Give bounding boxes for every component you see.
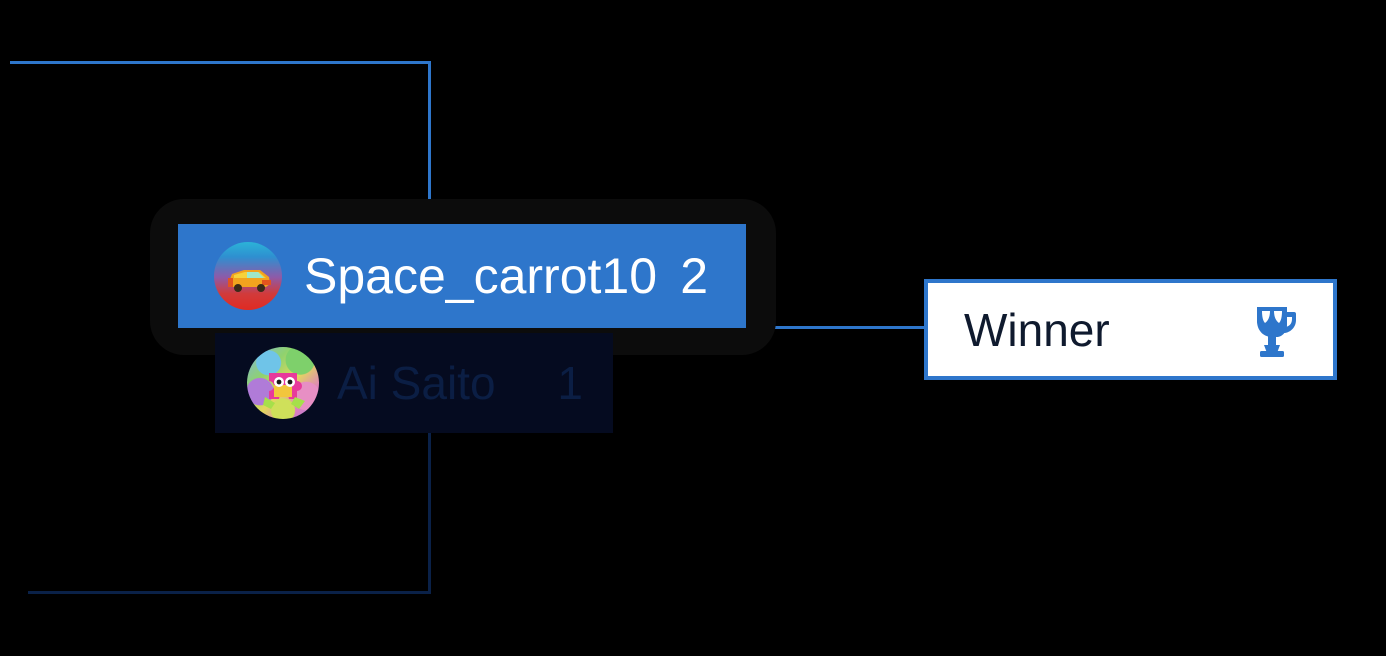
race-car-avatar-icon [214,242,282,310]
leaderboard-row-score: 1 [557,357,583,409]
leaderboard-row-score: 2 [680,248,708,304]
leaderboard-row-name: Ai Saito [337,357,496,409]
annotation-line-top-vertical [428,61,431,227]
leaderboard-row-dimmed[interactable]: Ai Saito 1 [215,333,613,433]
annotation-line-winner-leader [744,326,928,329]
winner-label: Winner [964,303,1110,356]
annotation-line-bottom-horizontal [28,591,431,594]
trophy-icon [1241,299,1303,361]
annotation-line-bottom-vertical [428,430,431,594]
leaderboard-row-name: Space_carrot10 [304,248,658,304]
puzzle-character-avatar-icon [247,347,319,419]
winner-callout: Winner [924,279,1337,380]
annotation-line-top-horizontal [10,61,431,64]
leaderboard-row-highlighted[interactable]: Space_carrot10 2 [178,224,746,328]
